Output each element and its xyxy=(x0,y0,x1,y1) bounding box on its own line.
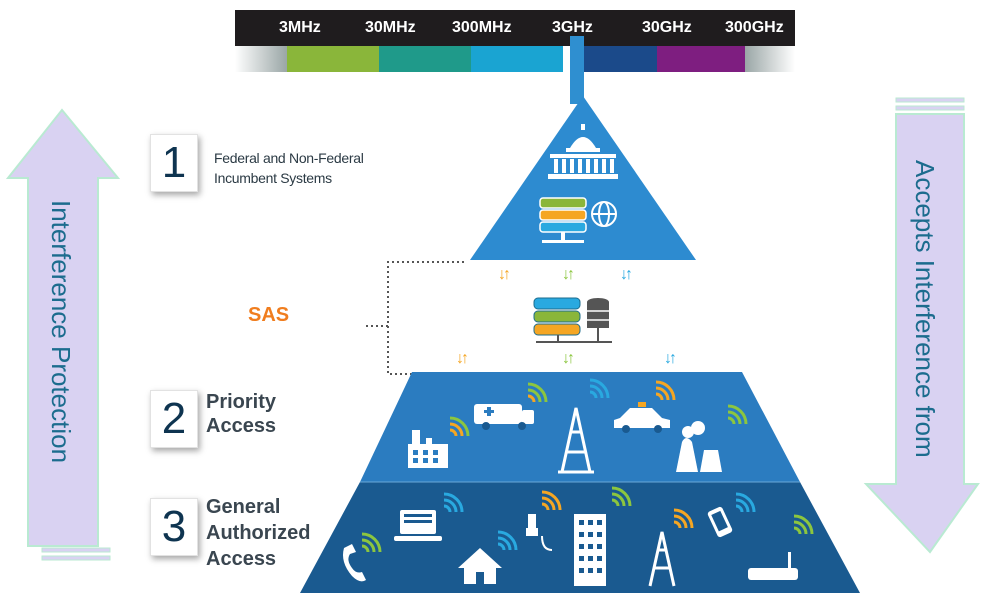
arrow-pair-green-icon: ↓↑ xyxy=(562,266,575,283)
spectrum-band-5 xyxy=(657,46,745,72)
sas-link-arrows-lower: ↓↑ ↓↑ ↓↑ xyxy=(456,350,677,368)
wifi-icon xyxy=(527,382,548,403)
factory-icon xyxy=(408,430,448,468)
pyramid-base xyxy=(300,372,860,593)
spectrum-stem xyxy=(570,36,584,104)
wifi-icon xyxy=(611,486,632,507)
tier1-pyramid xyxy=(470,96,696,260)
wifi-icon xyxy=(361,532,382,553)
freq-label-3ghz: 3GHz xyxy=(552,19,593,36)
laptop-icon xyxy=(394,510,442,541)
wifi-icon xyxy=(793,514,814,535)
freq-label-300ghz: 300GHz xyxy=(725,19,784,36)
arrow-pair-blue-icon: ↓↑ xyxy=(664,350,677,367)
building-icon xyxy=(574,514,606,586)
wifi-icon xyxy=(497,530,518,551)
spectrum-fade-right xyxy=(745,46,795,72)
tier1-label: Federal and Non-Federal Incumbent System… xyxy=(214,148,364,188)
tier3-label-line1: General xyxy=(206,496,281,518)
tier2-label: Priority Access xyxy=(206,390,276,438)
cell-tower-icon xyxy=(648,531,676,587)
spectrum-header xyxy=(235,10,795,46)
server-icon xyxy=(539,197,587,243)
ambulance-icon xyxy=(474,404,534,430)
sas-connector xyxy=(366,261,464,375)
globe-icon xyxy=(591,201,617,227)
spectrum-fade-left xyxy=(235,46,287,72)
spectrum-band-4 xyxy=(583,46,657,72)
interference-protection-label: Interference Protection xyxy=(46,200,76,464)
wifi-icon xyxy=(443,492,464,513)
arrow-pair-green-icon: ↓↑ xyxy=(562,350,575,367)
tier3-number: 3 xyxy=(150,498,198,556)
accepts-interference-arrow xyxy=(863,97,980,554)
tier2-number: 2 xyxy=(150,390,198,448)
arrow-pair-orange-icon: ↓↑ xyxy=(456,350,469,367)
wifi-icon xyxy=(655,380,676,401)
freq-label-30mhz: 30MHz xyxy=(365,19,416,36)
interference-protection-arrow xyxy=(5,108,121,561)
spectrum-band-2 xyxy=(379,46,471,72)
usb-icon xyxy=(526,514,553,551)
tier1-label-line2: Incumbent Systems xyxy=(214,170,332,186)
freq-label-300mhz: 300MHz xyxy=(452,19,512,36)
power-plant-icon xyxy=(676,421,722,472)
house-icon xyxy=(458,548,502,584)
router-icon xyxy=(748,552,798,580)
spectrum-band-1 xyxy=(287,46,379,72)
tier3-label-line3: Access xyxy=(206,548,277,570)
tier1-number: 1 xyxy=(150,134,198,192)
accepts-interference-label: Accepts Interference from xyxy=(910,160,940,458)
wifi-icon xyxy=(541,490,562,511)
arrow-pair-orange-icon: ↓↑ xyxy=(498,266,511,283)
sas-label: SAS xyxy=(248,304,290,326)
sas-server-icon xyxy=(533,297,612,343)
oil-derrick-icon xyxy=(558,407,594,474)
tier2-label-line2: Access xyxy=(206,415,277,437)
wifi-icon xyxy=(449,416,470,437)
sas-link-arrows-upper: ↓↑ ↓↑ ↓↑ xyxy=(498,266,633,284)
phone-icon xyxy=(343,544,366,582)
tier3-label: General Authorized Access xyxy=(206,494,310,572)
spectrum-band-3 xyxy=(471,46,563,72)
wifi-icon xyxy=(727,404,748,425)
capitol-icon xyxy=(548,124,618,179)
tier3-label-line2: Authorized xyxy=(206,522,311,544)
spectrum-band: 3MHz 30MHz 300MHz 3GHz 30GHz 300GHz xyxy=(235,10,795,72)
freq-label-3mhz: 3MHz xyxy=(279,19,321,36)
freq-label-30ghz: 30GHz xyxy=(642,19,692,36)
tier1-label-line1: Federal and Non-Federal xyxy=(214,150,364,166)
wifi-signal-icons xyxy=(361,378,814,553)
smartphone-icon xyxy=(707,506,733,538)
police-car-icon xyxy=(614,402,670,433)
tier2-label-line1: Priority xyxy=(206,391,277,413)
wifi-icon xyxy=(673,508,694,529)
wifi-icon xyxy=(589,378,610,399)
wifi-icon xyxy=(735,492,756,513)
arrow-pair-blue-icon: ↓↑ xyxy=(620,266,633,283)
